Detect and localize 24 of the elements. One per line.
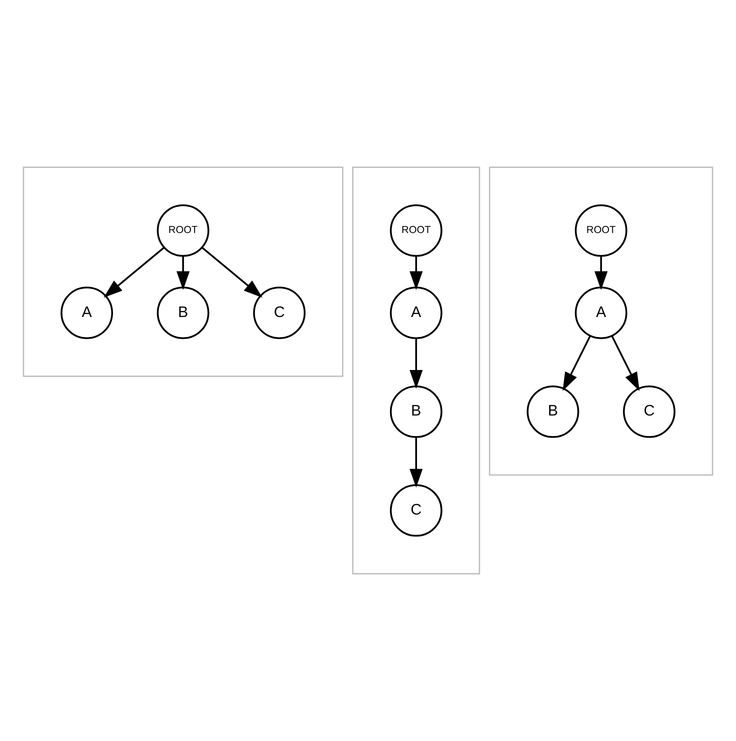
arrow [202, 246, 262, 298]
node-circle: C [390, 484, 442, 537]
node-circle: B [390, 385, 442, 438]
arrow [176, 256, 190, 290]
cluster [488, 166, 714, 476]
node-circle: ROOT [156, 204, 210, 257]
arrow [410, 437, 423, 488]
arrow [410, 256, 423, 290]
node-circle: A [60, 286, 114, 340]
arrow [611, 336, 640, 392]
node-circle: A [574, 286, 628, 340]
node-circle: ROOT [390, 204, 442, 257]
arrow [104, 246, 165, 298]
node-circle: C [622, 385, 676, 438]
node-circle: A [390, 286, 442, 340]
node-circle: B [156, 286, 210, 340]
arrow [410, 338, 423, 389]
cluster [352, 166, 480, 574]
node-circle: ROOT [574, 204, 628, 257]
arrow [562, 336, 591, 392]
arrow [594, 256, 608, 290]
cluster [22, 166, 344, 377]
node-circle: C [253, 286, 306, 340]
node-circle: B [526, 385, 580, 438]
